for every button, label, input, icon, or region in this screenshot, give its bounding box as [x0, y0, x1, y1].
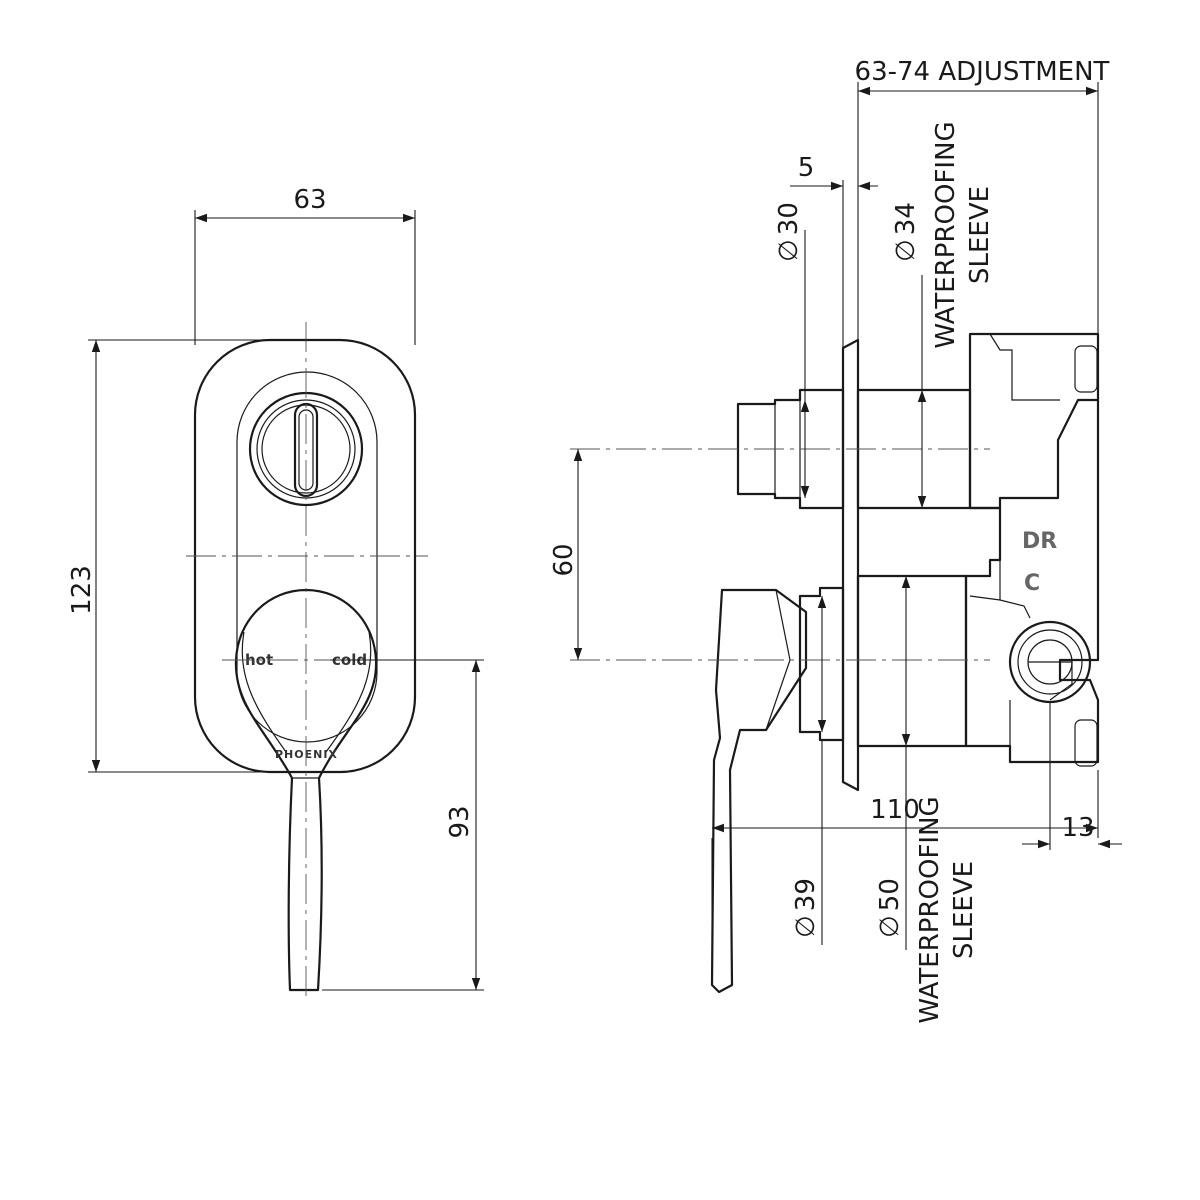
front-view: hot cold PHOENIX — [186, 322, 428, 1000]
lower-sleeve-label-line2: SLEEVE — [949, 861, 979, 959]
height-dimension-label: 123 — [67, 565, 97, 615]
lower-spindle-diameter-label: ∅39 — [791, 878, 821, 938]
lower-sleeve-label-line1: WATERPROOFING — [915, 796, 945, 1023]
cold-body-marking: C — [1024, 571, 1040, 596]
back-offset-dimension-label: 13 — [1061, 813, 1094, 843]
upper-sleeve-label-line2: SLEEVE — [965, 186, 995, 284]
svg-text:∅39: ∅39 — [791, 878, 821, 938]
mixer-spindle — [798, 586, 845, 742]
side-view: DR C — [570, 332, 1100, 994]
mixer-lever-front — [234, 588, 378, 992]
svg-text:∅50: ∅50 — [875, 878, 905, 938]
svg-text:∅34: ∅34 — [891, 202, 921, 262]
lower-sleeve-diameter-label: ∅50 — [875, 878, 905, 938]
wall-plate — [841, 338, 860, 792]
plate-recess — [236, 371, 378, 743]
upper-sleeve-label-line1: WATERPROOFING — [931, 121, 961, 348]
diverter-marking: DR — [1022, 529, 1057, 554]
spindle-spacing-dimension-label: 60 — [549, 543, 579, 576]
upper-sleeve-diameter-label: ∅34 — [891, 202, 921, 262]
svg-text:∅30: ∅30 — [774, 202, 804, 262]
valve-body — [964, 332, 1100, 767]
width-dimension-label: 63 — [293, 185, 326, 215]
lower-sleeve — [856, 574, 968, 748]
side-dimensions: 60 110 63-74 ADJUSTMENT 5 13 ∅30 ∅34 — [549, 57, 1122, 1024]
mixer-lever-side — [710, 588, 808, 994]
lever-drop-dimension-label: 93 — [445, 805, 475, 838]
plate-offset-dimension-label: 5 — [798, 153, 815, 183]
depth-dimension-label: 110 — [870, 795, 920, 825]
brand-marking: PHOENIX — [275, 748, 338, 761]
front-dimensions: 63 123 93 — [67, 185, 484, 991]
upper-spindle-diameter-label: ∅30 — [774, 202, 804, 262]
adjustment-dimension-label: 63-74 ADJUSTMENT — [855, 57, 1110, 87]
